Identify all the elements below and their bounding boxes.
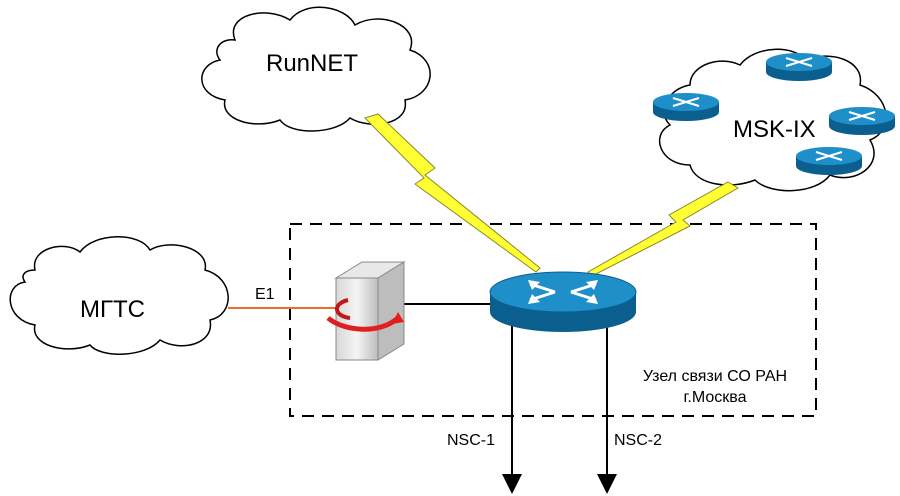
converter-device-icon	[326, 261, 406, 361]
main-router-icon	[489, 271, 637, 332]
mskix-router-icon	[796, 147, 862, 175]
runnet-label: RunNET	[266, 50, 359, 77]
mskix-router-icon	[653, 93, 719, 121]
nsc2-label: NSC-2	[614, 432, 663, 449]
mgts-label: МГТС	[80, 296, 145, 323]
site-label-line2: г.Москва	[683, 389, 747, 406]
lightning-link-mskix	[587, 181, 739, 277]
site-label-line1: Узел связи СО РАН	[642, 368, 788, 385]
nsc1-label: NSC-1	[447, 432, 496, 449]
mgts-cloud	[9, 236, 229, 355]
lightning-link-runnet	[364, 113, 541, 273]
mskix-router-icon	[829, 107, 895, 135]
mskix-label: MSK-IX	[733, 116, 816, 143]
mskix-router-icon	[766, 53, 832, 81]
e1-label: E1	[255, 286, 275, 303]
site-boundary	[289, 223, 817, 417]
runnet-cloud	[201, 6, 431, 132]
